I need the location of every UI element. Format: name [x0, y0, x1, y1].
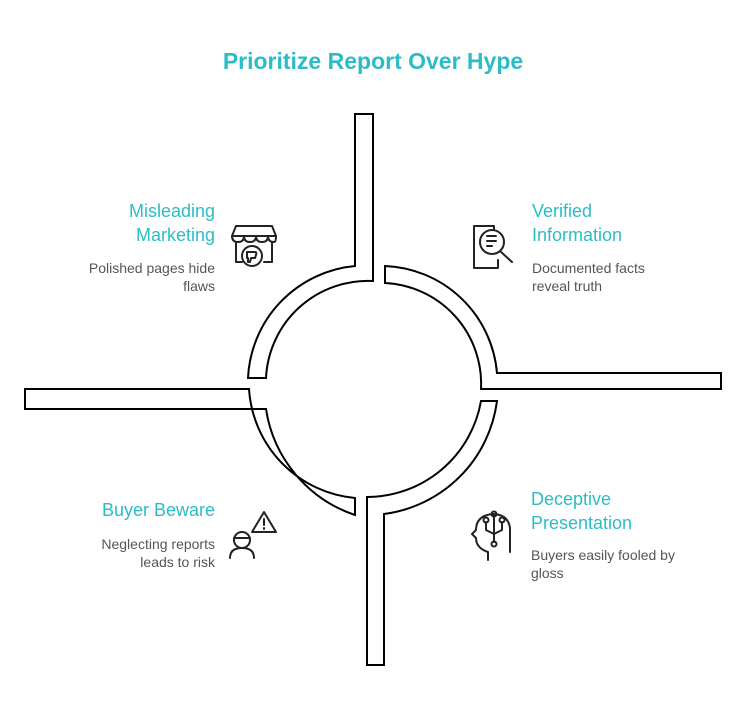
top-left-arm: [246, 113, 374, 379]
storefront-thumbs-down-icon: [231, 225, 277, 267]
bottom-right-arm: [366, 400, 499, 666]
deceptive-presentation-heading: Deceptive Presentation: [531, 489, 633, 533]
misleading-marketing-heading: Misleading Marketing: [128, 201, 215, 245]
verified-information-heading: Verified Information: [532, 201, 623, 245]
verified-information-description: Documented facts reveal truth: [532, 260, 645, 294]
document-search-icon: [473, 225, 513, 269]
bottom-left-arm: [24, 388, 356, 517]
buyer-beware-heading: Buyer Beware: [101, 500, 215, 520]
deceptive-presentation-description: Buyers easily fooled by gloss: [531, 547, 675, 581]
person-warning-icon: [229, 511, 277, 559]
top-right-arm: [384, 264, 722, 390]
misleading-marketing-description: Polished pages hide flaws: [88, 260, 215, 294]
page-title: Prioritize Report Over Hype: [222, 48, 524, 74]
head-circuit-icon: [471, 510, 511, 561]
buyer-beware-description: Neglecting reports leads to risk: [101, 536, 215, 570]
